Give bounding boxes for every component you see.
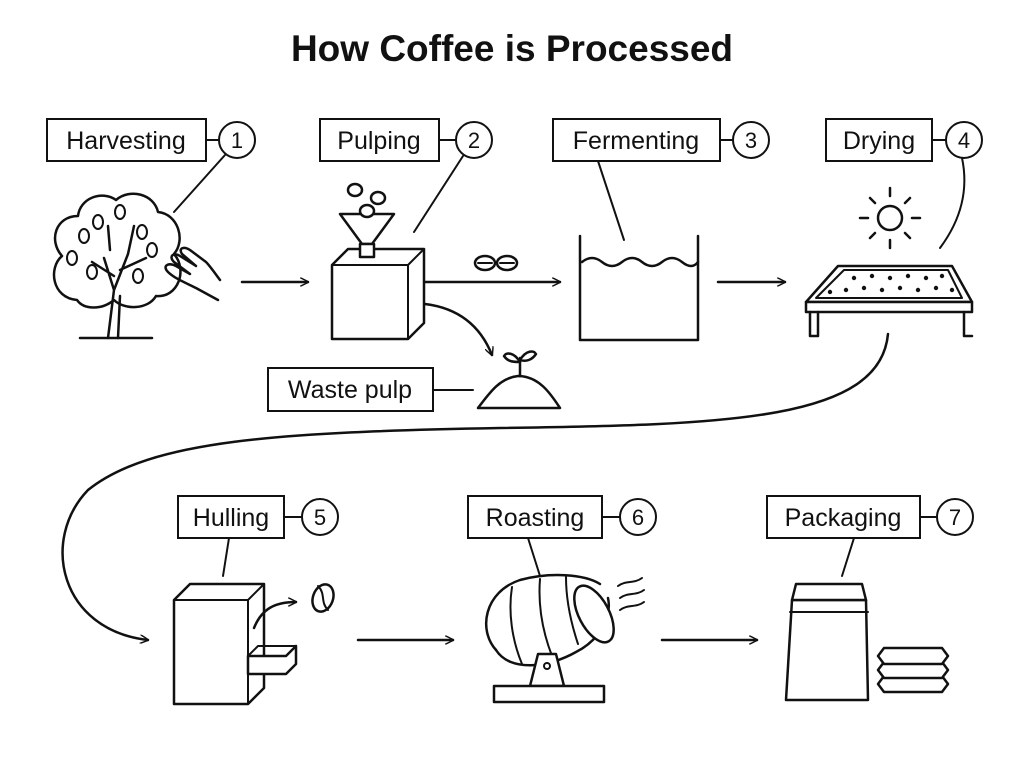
step-number: 6: [632, 505, 644, 530]
label-box: [766, 495, 921, 539]
step-name: Roasting: [486, 504, 585, 532]
drying-table-icon: [804, 264, 974, 338]
step-name: Hulling: [193, 504, 269, 532]
stacked-pouches-icon: [876, 646, 950, 694]
step-label-4: Drying 4: [825, 118, 983, 162]
arrow-4-to-5: [61, 332, 890, 640]
step-label-6: Roasting 6: [467, 495, 657, 539]
step-label-7: Packaging 7: [766, 495, 974, 539]
roaster-icon: [484, 573, 645, 704]
step-number-badge: [455, 121, 493, 159]
step-number-badge: [732, 121, 770, 159]
step-name: Packaging: [785, 504, 902, 532]
step-label-3: Fermenting 3: [552, 118, 770, 162]
pulping-machine-icon: [330, 182, 519, 341]
diagram-title: How Coffee is Processed: [290, 28, 734, 69]
arrow-to-waste-pulp: [423, 302, 492, 355]
step-label-2: Pulping 2: [319, 118, 493, 162]
step-label-1: Harvesting 1: [46, 118, 256, 162]
step-name: Fermenting: [573, 127, 699, 155]
step-number-badge: [301, 498, 339, 536]
step-number-badge: [218, 121, 256, 159]
step-number: 3: [745, 128, 757, 153]
label-box: [46, 118, 207, 162]
step-name: Pulping: [337, 127, 420, 155]
coffee-tree-icon: [52, 192, 182, 340]
waste-pulp-label: Waste pulp: [267, 367, 474, 412]
hulling-machine-icon: [172, 582, 335, 706]
flow-arrows: [61, 282, 890, 640]
byproduct-name: Waste pulp: [288, 376, 412, 404]
waste-pile-icon: [476, 350, 562, 410]
step-name: Drying: [843, 127, 915, 155]
step-number-badge: [619, 498, 657, 536]
step-number: 7: [949, 505, 961, 530]
leader-lines: [173, 154, 966, 577]
label-box: [467, 495, 603, 539]
step-number: 2: [468, 128, 480, 153]
step-number-badge: [945, 121, 983, 159]
step-label-5: Hulling 5: [177, 495, 339, 539]
step-number-badge: [936, 498, 974, 536]
step-number: 1: [231, 128, 243, 153]
step-number: 5: [314, 505, 326, 530]
sun-icon: [858, 186, 922, 250]
step-name: Harvesting: [66, 127, 186, 155]
label-box: [177, 495, 285, 539]
coffee-bag-icon: [784, 582, 870, 702]
fermenting-tank-icon: [578, 234, 700, 342]
step-number: 4: [958, 128, 970, 153]
coffee-beans-icon: [473, 254, 519, 272]
label-box: [825, 118, 933, 162]
label-box: [319, 118, 440, 162]
green-bean-icon: [311, 583, 335, 613]
picking-hand-icon: [164, 246, 222, 302]
